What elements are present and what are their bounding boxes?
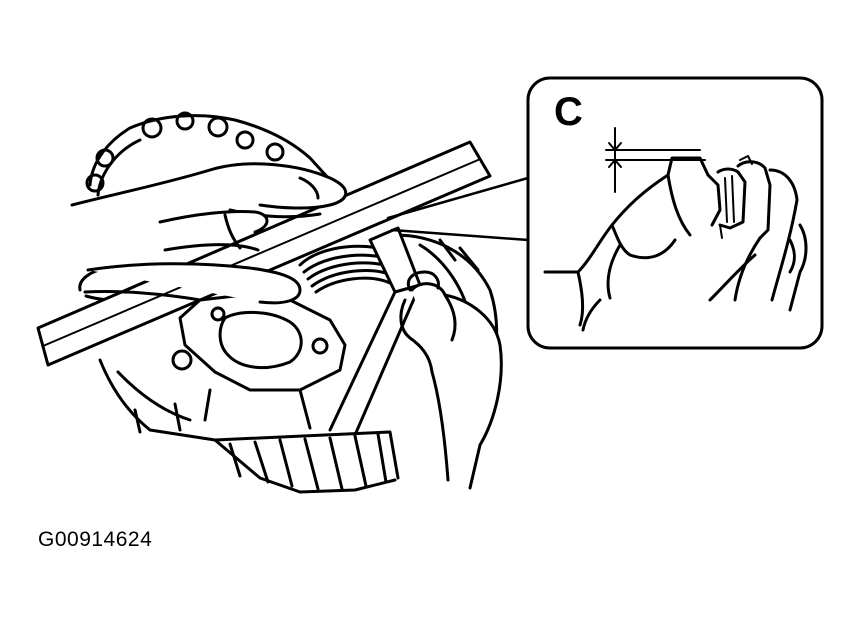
figure-code: G00914624 xyxy=(38,528,153,551)
cover-bolts xyxy=(85,111,285,193)
callout-label: C xyxy=(554,90,583,134)
housing-bolt xyxy=(311,337,329,355)
detail-callout-box xyxy=(526,76,824,350)
housing-bolt xyxy=(171,349,193,371)
right-hand xyxy=(399,270,503,490)
upper-hand xyxy=(70,162,348,252)
feeler-gauge xyxy=(328,226,422,437)
clearance-marker xyxy=(605,127,706,193)
callout-leader xyxy=(386,176,530,242)
lower-hand xyxy=(83,262,302,305)
housing-bolt xyxy=(210,306,226,322)
transmission-housing xyxy=(78,111,499,494)
detail-cross-section xyxy=(543,155,808,332)
